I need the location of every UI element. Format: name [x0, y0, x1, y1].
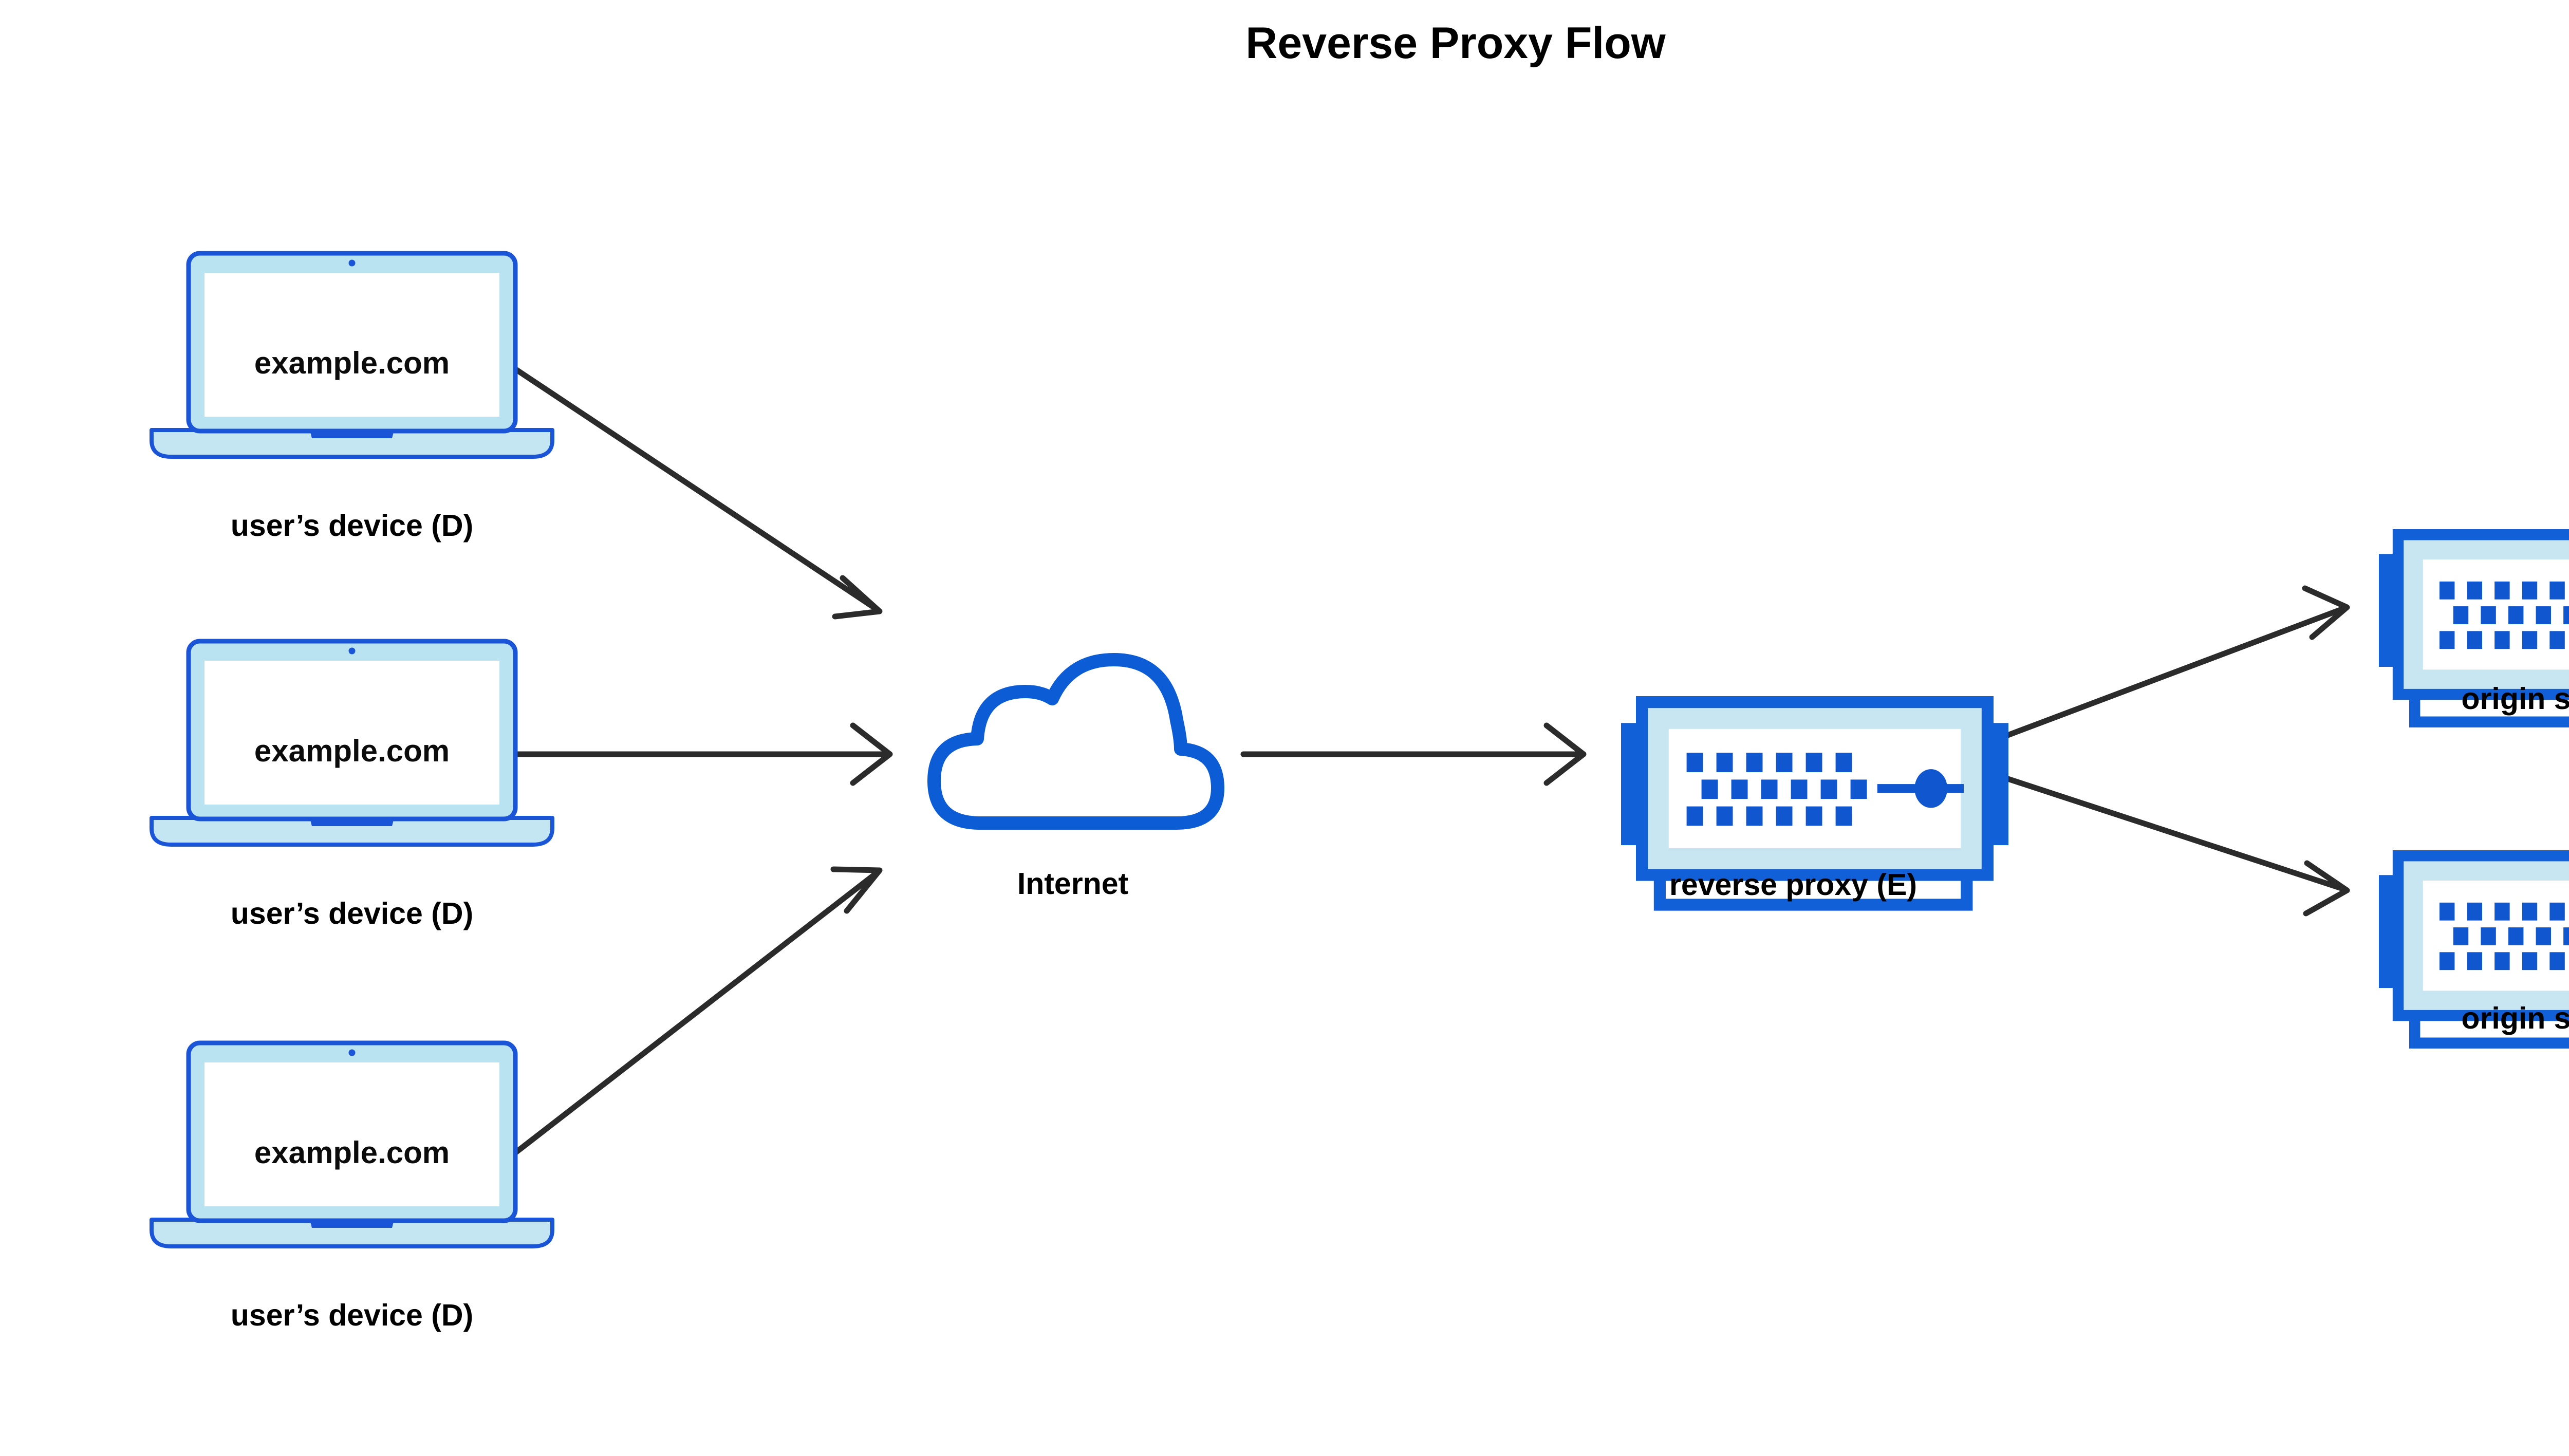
server-icon: [1621, 702, 2008, 905]
cloud-icon: [934, 660, 1218, 823]
page-title: Reverse Proxy Flow: [1245, 18, 1666, 68]
device-screen-text: example.com: [254, 346, 450, 380]
origin-server-label: origin server (F): [2461, 682, 2569, 716]
node-internet[interactable]: Internet: [934, 660, 1218, 901]
device-label: user’s device (D): [231, 897, 473, 930]
edge-device1-internet: [508, 363, 883, 620]
node-user-device-3[interactable]: example.com user’s device (D): [152, 1043, 552, 1332]
edge-proxy-origin2: [2003, 775, 2350, 917]
device-label: user’s device (D): [231, 1298, 473, 1332]
node-user-device-2[interactable]: example.com user’s device (D): [152, 641, 552, 930]
edge-internet-proxy: [1240, 722, 1587, 786]
origin-server-label: origin server (F): [2461, 1001, 2569, 1035]
edge-device2-internet: [508, 722, 893, 786]
device-screen-text: example.com: [254, 734, 450, 768]
device-screen-text: example.com: [254, 1135, 450, 1170]
node-reverse-proxy[interactable]: reverse proxy (E): [1621, 702, 2008, 905]
node-origin-server-1[interactable]: origin server (F): [2379, 535, 2569, 722]
edge-proxy-origin1: [2003, 585, 2350, 739]
edge-device3-internet: [508, 866, 883, 1159]
reverse-proxy-label: reverse proxy (E): [1669, 868, 1917, 902]
device-label: user’s device (D): [231, 509, 473, 543]
node-origin-server-2[interactable]: origin server (F): [2379, 856, 2569, 1043]
internet-label: Internet: [1017, 867, 1128, 901]
node-user-device-1[interactable]: example.com user’s device (D): [152, 253, 552, 543]
